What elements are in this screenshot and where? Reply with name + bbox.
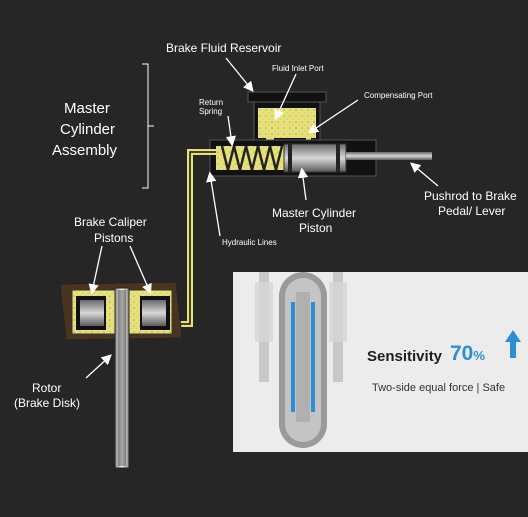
sensitivity-number: 70 bbox=[450, 342, 474, 365]
master-cylinder bbox=[209, 139, 432, 177]
label-assembly-1: Master bbox=[64, 100, 110, 117]
label-assembly-3: Assembly bbox=[52, 142, 118, 159]
sensitivity-subtitle: Two-side equal force | Safe bbox=[372, 382, 506, 394]
label-inlet-port: Fluid Inlet Port bbox=[272, 64, 324, 73]
label-pushrod-1: Pushrod to Brake bbox=[424, 189, 517, 203]
caliper-piston-left bbox=[80, 300, 104, 326]
label-pushrod-2: Pedal/ Lever bbox=[438, 204, 505, 218]
assembly-bracket bbox=[142, 63, 154, 189]
brake-pad-left bbox=[291, 302, 295, 412]
label-reservoir: Brake Fluid Reservoir bbox=[166, 41, 281, 55]
up-arrow-icon bbox=[505, 330, 521, 358]
hydraulic-line bbox=[172, 149, 216, 327]
label-return-spring-2: Spring bbox=[199, 107, 222, 116]
label-return-spring-1: Return bbox=[199, 98, 223, 107]
label-compensating-port: Compensating Port bbox=[364, 91, 433, 100]
label-mc-piston-2: Piston bbox=[299, 221, 332, 235]
label-mc-piston-1: Master Cylinder bbox=[272, 206, 356, 220]
label-assembly-2: Cylinder bbox=[60, 121, 115, 138]
label-hydraulic-lines: Hydraulic Lines bbox=[222, 238, 277, 247]
sensitivity-value: 70% bbox=[450, 342, 485, 366]
label-rotor-2: (Brake Disk) bbox=[14, 396, 80, 410]
rotor bbox=[114, 287, 130, 469]
sensitivity-unit: % bbox=[473, 348, 485, 363]
product-panel: Sensitivity 70% Two-side equal force | S… bbox=[233, 272, 528, 452]
label-caliper-1: Brake Caliper bbox=[74, 215, 147, 229]
label-rotor-1: Rotor bbox=[32, 381, 61, 395]
return-spring bbox=[220, 145, 284, 171]
brake-pad-right bbox=[311, 302, 315, 412]
label-caliper-2: Pistons bbox=[94, 231, 133, 245]
wheel-illustration bbox=[255, 272, 521, 448]
caliper-piston-right bbox=[142, 300, 166, 326]
callout-lines bbox=[85, 57, 439, 379]
sensitivity-label: Sensitivity bbox=[367, 348, 443, 365]
fluid-reservoir bbox=[247, 91, 327, 148]
pushrod bbox=[346, 152, 432, 160]
